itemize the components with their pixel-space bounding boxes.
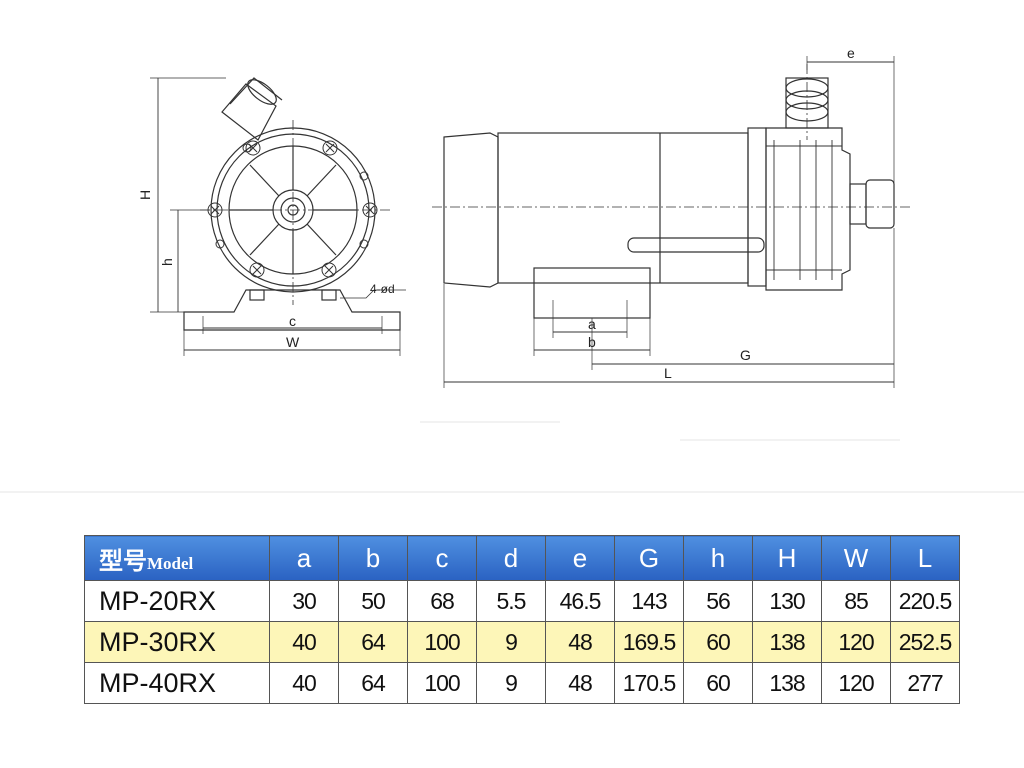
table-row: MP-20RX 30 50 68 5.5 46.5 143 56 130 85 … [84, 580, 960, 622]
value-cell: 30 [269, 580, 339, 622]
value-cell: 48 [545, 621, 615, 663]
dim-label-e: e [847, 45, 855, 61]
header-col: c [407, 535, 477, 581]
value-cell: 9 [476, 621, 546, 663]
table-header-row: 型号Model a b c d e G h H W L [84, 535, 960, 581]
side-view [432, 56, 910, 388]
header-col: L [890, 535, 960, 581]
dim-label-b: b [588, 334, 596, 350]
value-cell: 138 [752, 621, 822, 663]
header-col: G [614, 535, 684, 581]
value-cell: 60 [683, 621, 753, 663]
value-cell: 68 [407, 580, 477, 622]
header-col: h [683, 535, 753, 581]
header-model-cn: 型号 [99, 547, 147, 575]
value-cell: 169.5 [614, 621, 684, 663]
dim-label-4d: 4-ød [370, 282, 395, 296]
header-model-en: Model [147, 553, 194, 573]
value-cell: 100 [407, 621, 477, 663]
model-cell: MP-20RX [84, 580, 270, 622]
table-row-highlighted: MP-30RX 40 64 100 9 48 169.5 60 138 120 … [84, 621, 960, 663]
value-cell: 48 [545, 662, 615, 704]
dim-label-L: L [664, 365, 672, 381]
value-cell: 46.5 [545, 580, 615, 622]
spec-table: 型号Model a b c d e G h H W L MP-20RX 30 5… [84, 535, 960, 704]
value-cell: 277 [890, 662, 960, 704]
header-model: 型号Model [84, 535, 270, 581]
value-cell: 252.5 [890, 621, 960, 663]
header-col: b [338, 535, 408, 581]
dim-label-H: H [137, 190, 153, 200]
table-row: MP-40RX 40 64 100 9 48 170.5 60 138 120 … [84, 662, 960, 704]
value-cell: 64 [338, 621, 408, 663]
header-col: a [269, 535, 339, 581]
value-cell: 50 [338, 580, 408, 622]
model-cell: MP-30RX [84, 621, 270, 663]
value-cell: 40 [269, 662, 339, 704]
dim-label-c: c [289, 313, 296, 329]
dim-label-W: W [286, 334, 300, 350]
model-cell: MP-40RX [84, 662, 270, 704]
pump-drawing: H h c W 4-ød e a b G L [0, 45, 1024, 493]
value-cell: 170.5 [614, 662, 684, 704]
value-cell: 56 [683, 580, 753, 622]
header-col: d [476, 535, 546, 581]
header-col: H [752, 535, 822, 581]
value-cell: 85 [821, 580, 891, 622]
value-cell: 9 [476, 662, 546, 704]
value-cell: 143 [614, 580, 684, 622]
value-cell: 40 [269, 621, 339, 663]
dim-label-G: G [740, 347, 751, 363]
dim-label-a: a [588, 316, 596, 332]
value-cell: 60 [683, 662, 753, 704]
value-cell: 220.5 [890, 580, 960, 622]
header-col: e [545, 535, 615, 581]
value-cell: 120 [821, 621, 891, 663]
value-cell: 64 [338, 662, 408, 704]
value-cell: 5.5 [476, 580, 546, 622]
header-col: W [821, 535, 891, 581]
value-cell: 130 [752, 580, 822, 622]
front-view [150, 77, 406, 356]
value-cell: 120 [821, 662, 891, 704]
value-cell: 100 [407, 662, 477, 704]
dim-label-h: h [159, 258, 175, 266]
value-cell: 138 [752, 662, 822, 704]
